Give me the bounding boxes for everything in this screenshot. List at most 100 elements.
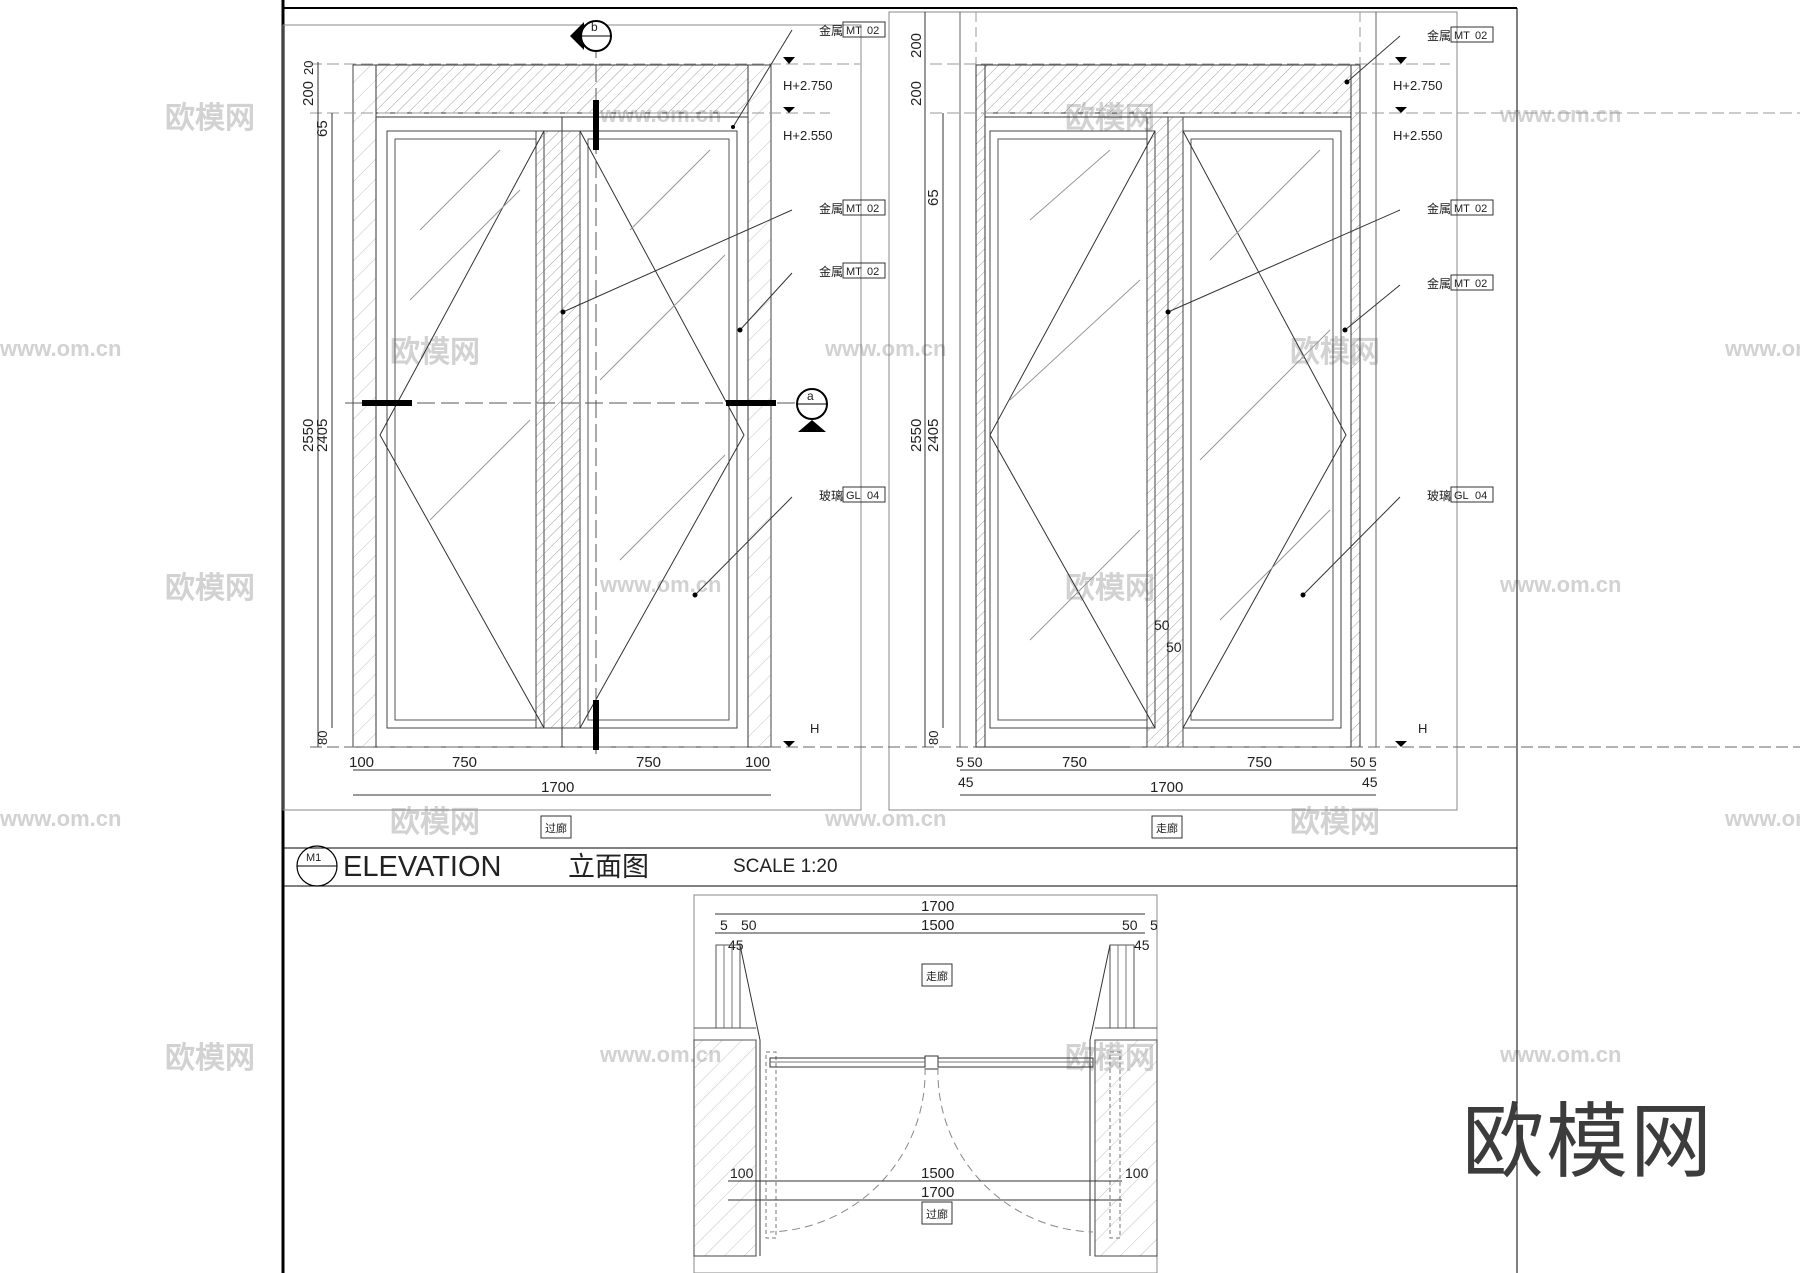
svg-text:金属: 金属 [1427,28,1451,43]
material-tag: 金属 MT 02 [737,262,886,333]
watermark-url: www.om.cn [1724,336,1800,361]
level-h2550: H+2.550 [1393,128,1443,143]
plan-dim-1500-top: 1500 [921,917,954,934]
dim-20: 20 [301,61,316,75]
svg-text:金属: 金属 [819,23,843,38]
plan-dim-1500-bottom: 1500 [921,1165,954,1182]
elevation-title-block: M1 ELEVATION 立面图 SCALE 1:20 [296,845,838,887]
svg-text:玻璃: 玻璃 [819,489,843,503]
plan-dim-5-left: 5 [720,917,728,933]
plan-dim-1700-top: 1700 [921,898,954,915]
dim-45-right: 45 [1362,774,1378,790]
title-circle-label: M1 [306,852,321,864]
watermark-url: www.om.cn [824,336,946,361]
level-h: H [1418,721,1427,736]
watermark-url: www.om.cn [1499,1042,1621,1067]
dim-5-left: 5 [956,754,964,770]
watermark-brand: 欧模网 [1065,572,1155,605]
svg-text:GL: GL [846,490,861,502]
svg-text:MT: MT [1454,203,1470,215]
dim-750-left: 750 [1062,754,1087,771]
plan-dim-45-right: 45 [1134,937,1150,953]
watermark-url: www.om.cn [1724,806,1800,831]
watermark-brand: 欧模网 [1290,336,1380,369]
dim-65: 65 [925,189,942,206]
title-scale: SCALE 1:20 [733,856,838,877]
title-elevation-en: ELEVATION [343,851,501,883]
svg-text:MT: MT [1454,30,1470,42]
svg-text:金属: 金属 [819,264,843,279]
room-label-corridor-left: 过廊 [545,821,567,835]
svg-text:MT: MT [1454,278,1470,290]
plan-dim-5-right: 5 [1150,917,1158,933]
dim-80: 80 [926,731,941,745]
watermark-brand: 欧模网 [1290,806,1380,839]
material-tag: 金属 MT 02 [1165,199,1494,315]
title-elevation-cn: 立面图 [568,852,649,882]
plan-dim-50-left: 50 [741,917,757,933]
level-h2750: H+2.750 [783,78,833,93]
watermark-brand: 欧模网 [390,336,480,369]
dim-2550: 2550 [908,419,925,452]
room-label-hallway-right: 走廊 [1156,821,1178,835]
section-label-b: b [591,20,598,34]
dim-750-right: 750 [636,754,661,771]
watermark-url: www.om.cn [0,336,121,361]
plan-dim-50-right: 50 [1122,917,1138,933]
dim-65: 65 [314,120,331,137]
dim-200: 200 [908,81,925,106]
dim-50-left: 50 [967,754,983,770]
watermark-brand: 欧模网 [165,1042,255,1075]
plan-dim-1700-bottom: 1700 [921,1184,954,1201]
watermark-url: www.om.cn [1499,102,1621,127]
svg-text:02: 02 [867,203,879,215]
svg-text:MT: MT [846,266,862,278]
watermarks: 欧模网 欧模网 欧模网 欧模网 欧模网 欧模网 欧模网 欧模网 欧模网 欧模网 … [0,102,1800,1075]
dim-45-left: 45 [958,774,974,790]
level-h: H [810,721,819,736]
dim-50-mid: 50 [1166,639,1182,655]
svg-text:02: 02 [867,266,879,278]
svg-text:MT: MT [846,25,862,37]
svg-text:02: 02 [1475,203,1487,215]
svg-text:金属: 金属 [819,201,843,216]
dim-5-right: 5 [1369,754,1377,770]
dim-80: 80 [315,731,330,745]
watermark-brand: 欧模网 [165,572,255,605]
plan-dim-100-right: 100 [1125,1165,1149,1181]
plan-room-label-hallway: 走廊 [926,969,948,983]
dim-200-top: 200 [908,33,925,58]
section-symbol-b: b [570,20,612,52]
svg-text:玻璃: 玻璃 [1427,489,1451,503]
material-tag: 金属 MT 02 [1342,274,1494,333]
watermark-url: www.om.cn [1499,572,1621,597]
left-elevation: b a 20 200 65 2550 2405 80 100 750 750 1… [300,20,1130,839]
plan-view: 1700 1500 5 50 50 5 45 45 [693,894,1158,1273]
dim-2405: 2405 [925,419,942,452]
level-h2550: H+2.550 [783,128,833,143]
material-tag: 玻璃 GL 04 [692,486,886,598]
watermark-url: www.om.cn [0,806,121,831]
material-tag: 金属 MT 02 [731,21,886,129]
dim-200: 200 [300,81,317,106]
material-tag: 金属 MT 02 [1344,26,1494,85]
svg-text:02: 02 [1475,30,1487,42]
dim-2405: 2405 [314,419,331,452]
dim-total-1700: 1700 [1150,779,1183,796]
section-label-a: a [807,389,814,403]
dim-100-left: 100 [349,754,374,771]
material-tag: 金属 MT 02 [560,199,886,315]
svg-text:MT: MT [846,203,862,215]
plan-room-label-corridor: 过廊 [926,1207,948,1221]
watermark-brand: 欧模网 [390,806,480,839]
dim-100-right: 100 [745,754,770,771]
level-h2750: H+2.750 [1393,78,1443,93]
watermark-brand: 欧模网 [165,102,255,135]
svg-text:04: 04 [867,490,879,502]
sheet-frame [281,0,1518,1273]
dim-2550: 2550 [300,419,317,452]
section-symbol-a: a [796,388,828,432]
svg-text:GL: GL [1454,490,1469,502]
dim-50-right: 50 [1350,754,1366,770]
